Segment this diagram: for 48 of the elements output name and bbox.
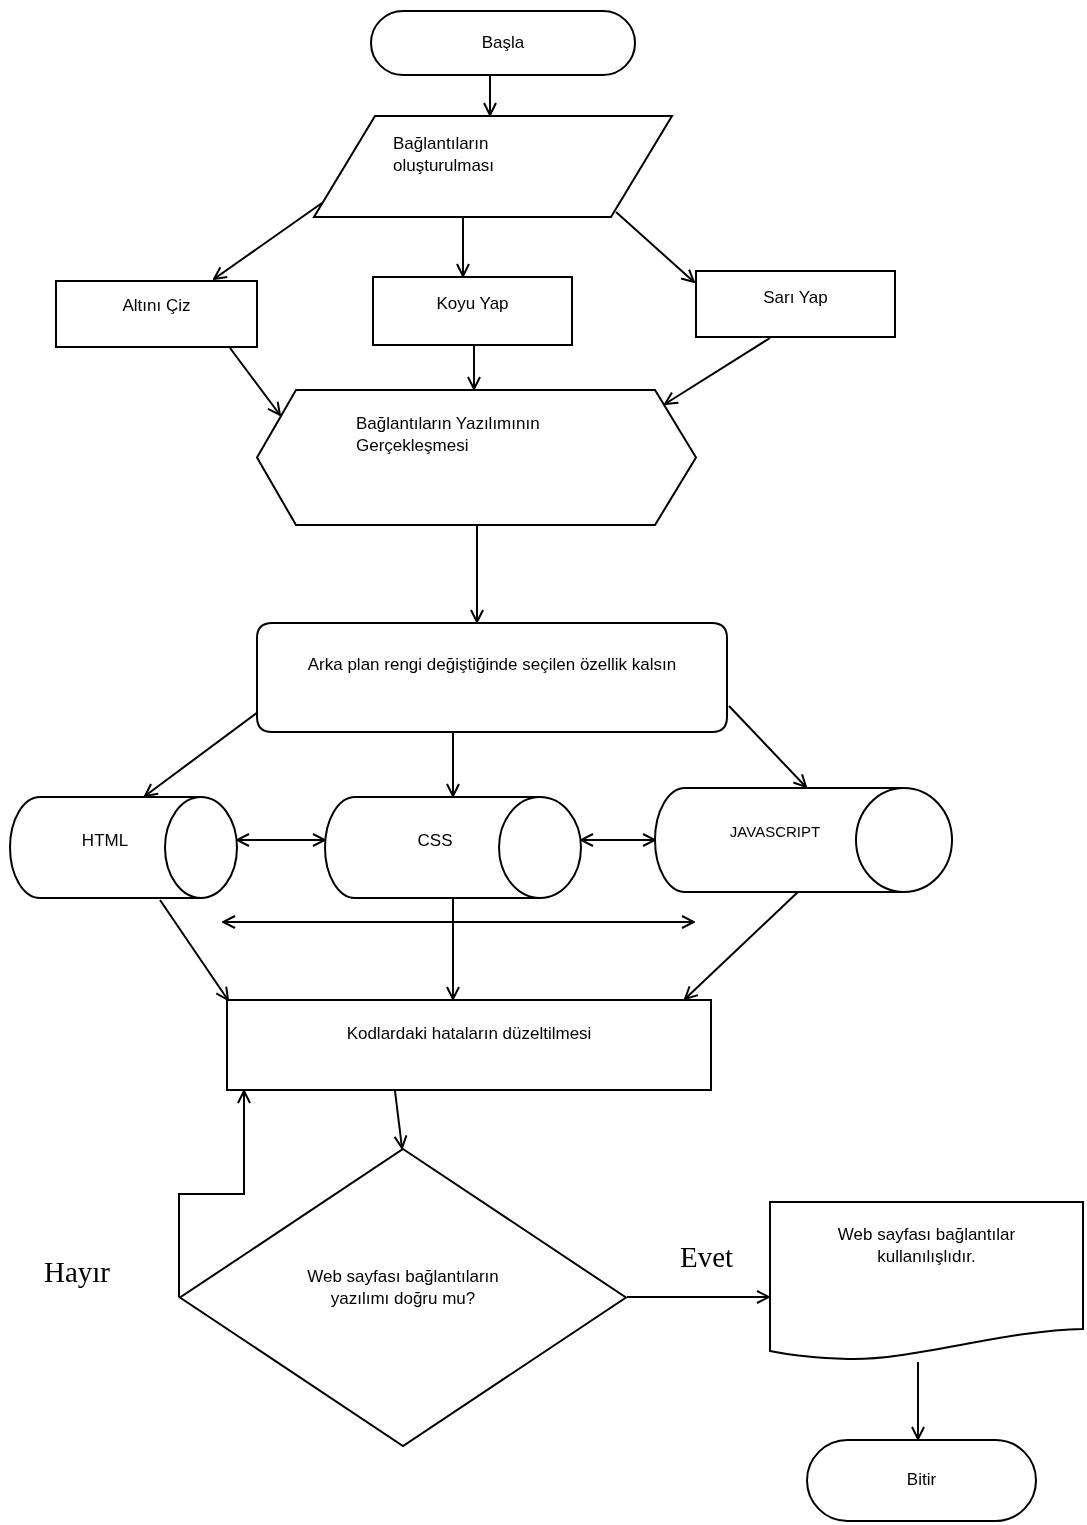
document-shape (769, 1201, 1084, 1362)
node-text: Bağlantıların Yazılımının Gerçekleşmesi (356, 412, 541, 457)
node-text: Arka plan rengi değiştiğinde seçilen özellik kalsın (307, 653, 677, 676)
node-text: Web sayfası bağlantılar kullanılışlıdır. (836, 1223, 1017, 1268)
node-text: Başla (481, 31, 525, 54)
arrow (236, 833, 326, 847)
rounded-process-box (256, 622, 728, 733)
node-text: JAVASCRIPT (729, 822, 821, 842)
arrow (144, 711, 259, 797)
arrow (626, 1290, 770, 1304)
process-box (695, 270, 896, 338)
process-box (372, 276, 573, 346)
arrow (446, 732, 460, 797)
arrow (470, 525, 484, 623)
storage-cylinder (655, 787, 952, 893)
storage-cylinder (10, 796, 237, 899)
arrow (213, 202, 323, 280)
arrow (615, 211, 695, 283)
decision-diamond (179, 1148, 627, 1447)
node-text: Altını Çiz (122, 294, 191, 317)
node-text: CSS (417, 829, 453, 852)
node-text: Bitir (906, 1469, 937, 1492)
arrow (483, 75, 497, 116)
node-text: Koyu Yap (436, 292, 509, 315)
node-text: Web sayfası bağlantıların yazılımı doğru mu? (306, 1265, 500, 1310)
input-parallelogram (313, 115, 673, 218)
arrow (178, 1090, 251, 1298)
node-text: Bağlantıların oluşturulması (393, 132, 496, 177)
arrow (580, 833, 656, 847)
process-box (226, 999, 712, 1091)
arrow (467, 345, 481, 390)
preparation-hexagon (256, 389, 697, 526)
node-text: Sarı Yap (763, 286, 828, 309)
node-text: Kodlardaki hataların düzeltilmesi (346, 1022, 592, 1045)
node-text: HTML (81, 829, 129, 852)
arrow (159, 899, 229, 1001)
arrow (911, 1361, 925, 1440)
process-box (55, 280, 258, 348)
arrow (229, 347, 281, 416)
end-terminal (806, 1439, 1037, 1522)
arrow (446, 898, 460, 1000)
storage-cylinder (325, 796, 581, 899)
arrow (456, 217, 470, 277)
start-terminal (370, 10, 636, 76)
arrow (222, 915, 695, 929)
arrow (728, 705, 807, 788)
arrow (393, 1090, 408, 1149)
arrow (664, 337, 771, 405)
